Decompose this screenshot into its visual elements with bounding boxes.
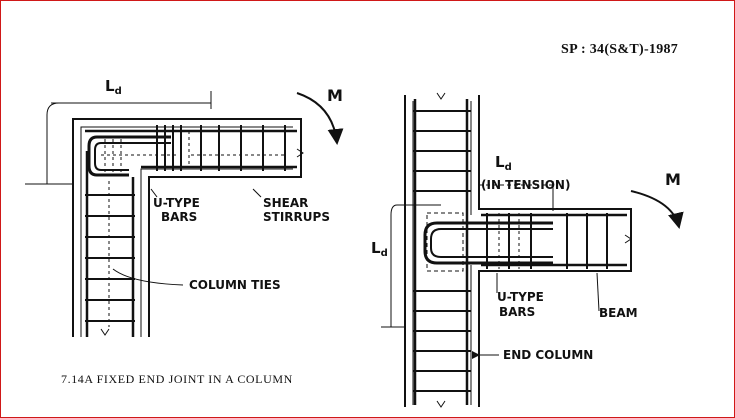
left-column-ties	[85, 194, 135, 322]
right-in-tension-label: (IN TENSION)	[481, 178, 570, 192]
right-joint-zone	[426, 212, 464, 272]
right-u-type-bars	[423, 221, 553, 265]
left-corner-joint	[25, 91, 344, 337]
left-stirrups-label: STIRRUPS	[263, 210, 330, 224]
right-column-ties	[413, 110, 471, 392]
right-ld-side-label: Ld	[371, 239, 388, 259]
left-bars-label: BARS	[161, 210, 197, 224]
right-beam-stirrups	[486, 213, 608, 269]
left-u-type-label: U-TYPE	[153, 196, 200, 210]
left-moment-label: M	[327, 86, 343, 105]
right-end-column-label: END COLUMN	[503, 348, 593, 362]
right-moment-label: M	[665, 170, 681, 189]
left-ld-label: Ld	[105, 77, 122, 97]
left-moment-arrow	[296, 92, 344, 145]
right-ld-top-label: Ld	[495, 153, 512, 173]
right-beam-label: BEAM	[599, 306, 638, 320]
right-anchorage-side-dimension	[390, 204, 398, 327]
right-moment-arrow	[630, 190, 684, 229]
right-bars-label: BARS	[499, 305, 535, 319]
left-column-ties-label: COLUMN TIES	[189, 278, 281, 292]
right-tee-joint	[381, 92, 684, 408]
left-concrete-outline	[72, 118, 302, 337]
left-u-type-bars	[87, 135, 171, 177]
left-shear-stirrups	[156, 125, 286, 171]
figure-caption: 7.14A FIXED END JOINT IN A COLUMN	[61, 372, 293, 386]
right-u-type-label: U-TYPE	[497, 290, 544, 304]
left-shear-label: SHEAR	[263, 196, 308, 210]
standard-reference: SP : 34(S&T)-1987	[561, 42, 679, 57]
right-column-outline	[404, 95, 632, 407]
